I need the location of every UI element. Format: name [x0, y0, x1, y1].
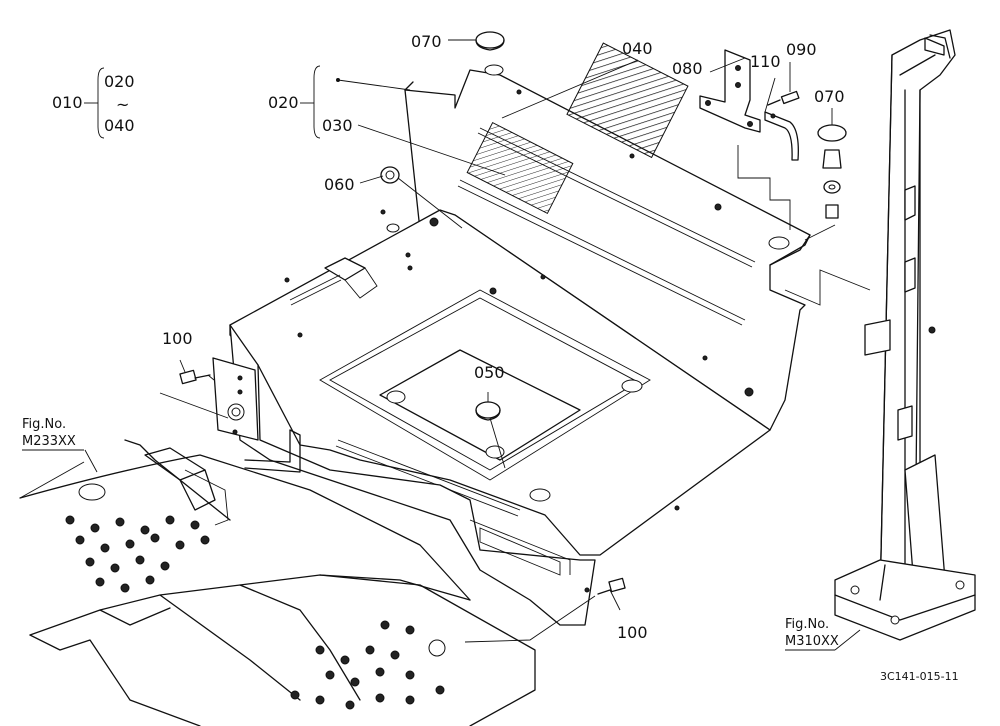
label-040-range: 040: [104, 116, 135, 135]
label-050: 050: [474, 363, 505, 382]
label-010: 010: [52, 93, 83, 112]
bracket-080: [699, 49, 761, 133]
left-floor-assembly: [19, 439, 536, 726]
label-020: 020: [268, 93, 299, 112]
bolt-090: [767, 90, 800, 106]
fig-ref-left-number: M233XX: [22, 434, 76, 449]
diagram-code: 3C141-015-11: [880, 670, 959, 683]
label-040: 040: [622, 39, 653, 58]
decal-040: [566, 42, 689, 159]
bolt-100-left: [179, 369, 211, 385]
plug-070-top: [475, 31, 505, 51]
plug-050: [475, 401, 501, 421]
label-060: 060: [324, 175, 355, 194]
label-100-left: 100: [162, 329, 193, 348]
pillar-assembly: [834, 29, 976, 641]
floor-hole-grid: [65, 515, 446, 710]
part-labels: 010 020 ~ 040 020 030 070 040 080 110 09…: [52, 32, 845, 642]
label-110: 110: [750, 52, 781, 71]
label-100-bottom: 100: [617, 623, 648, 642]
figure-references: Fig.No. M233XX Fig.No. M310XX: [22, 417, 839, 651]
fig-ref-left-caption: Fig.No.: [22, 417, 66, 432]
label-070-top: 070: [411, 32, 442, 51]
label-090: 090: [786, 40, 817, 59]
plug-stack-070: [817, 124, 847, 219]
label-030: 030: [322, 116, 353, 135]
grommet-060: [380, 166, 400, 184]
hook-110: [764, 111, 799, 161]
bolt-100-bottom: [597, 577, 626, 595]
label-070-right: 070: [814, 87, 845, 106]
fig-ref-right-caption: Fig.No.: [785, 617, 829, 632]
fig-ref-right-number: M310XX: [785, 634, 839, 649]
label-range-tilde: ~: [116, 95, 129, 114]
decal-030: [466, 121, 574, 215]
label-020-range: 020: [104, 72, 135, 91]
leader-lines: [19, 39, 871, 651]
label-080: 080: [672, 59, 703, 78]
